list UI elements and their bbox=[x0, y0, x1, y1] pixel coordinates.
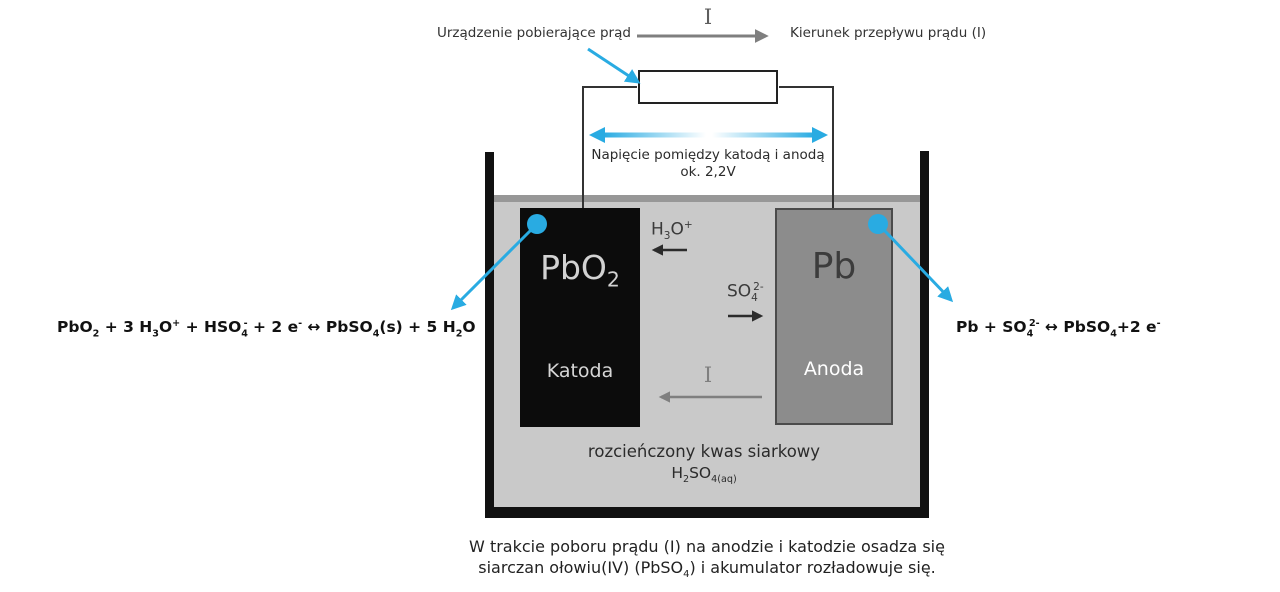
vessel-wall-right bbox=[920, 151, 929, 518]
current-symbol-internal: I bbox=[703, 363, 713, 387]
device-label: Urządzenie pobierające prąd bbox=[437, 25, 631, 41]
device-pointer-arrow bbox=[587, 47, 641, 84]
caption-line2: siarczan ołowiu(IV) (PbSO4) i akumulator… bbox=[478, 558, 936, 581]
cathode-electrode: PbO2 Katoda bbox=[520, 208, 640, 427]
voltage-arrow-right-head bbox=[812, 127, 828, 143]
hydronium-ion-label: H3O+ bbox=[651, 219, 693, 243]
current-symbol-top: I bbox=[703, 5, 713, 29]
voltage-arrow-right-body bbox=[712, 132, 815, 138]
electrolyte-name: rozcieńczony kwas siarkowy bbox=[587, 442, 821, 461]
sulfate-ion-label: SO42- bbox=[727, 281, 764, 305]
current-drawing-device-box bbox=[638, 70, 778, 104]
anode-label: Anoda bbox=[803, 358, 865, 380]
anode-electrode: Pb Anoda bbox=[775, 208, 893, 425]
electrolyte-label: rozcieńczony kwas siarkowy H2SO4(aq) bbox=[554, 442, 854, 485]
anode-formula: Pb bbox=[811, 246, 857, 287]
voltage-label-line2: ok. 2,2V bbox=[680, 164, 736, 180]
vessel-wall-left bbox=[485, 152, 494, 518]
voltage-label-line1: Napięcie pomiędzy katodą i anodą bbox=[591, 147, 825, 163]
voltage-label: Napięcie pomiędzy katodą i anodą ok. 2,2… bbox=[558, 147, 858, 181]
diagram-caption: W trakcie poboru prądu (I) na anodzie i … bbox=[417, 536, 997, 585]
voltage-arrow-left-head bbox=[589, 127, 605, 143]
electrolyte-formula: H2SO4(aq) bbox=[671, 464, 737, 486]
electrolyte-surface-line bbox=[494, 195, 920, 202]
voltage-arrow-left-body bbox=[603, 132, 706, 138]
cathode-label: Katoda bbox=[546, 360, 614, 382]
cathode-half-reaction: PbO2 + 3 H3O+ + HSO4- + 2 e- ↔ PbSO4(s) … bbox=[57, 318, 476, 340]
current-direction-label: Kierunek przepływu prądu (I) bbox=[790, 25, 987, 41]
cathode-formula: PbO2 bbox=[540, 248, 620, 292]
vessel-base bbox=[485, 507, 929, 518]
anode-half-reaction: Pb + SO42- ↔ PbSO4+2 e- bbox=[956, 318, 1161, 340]
caption-line1: W trakcie poboru prądu (I) na anodzie i … bbox=[469, 537, 945, 556]
